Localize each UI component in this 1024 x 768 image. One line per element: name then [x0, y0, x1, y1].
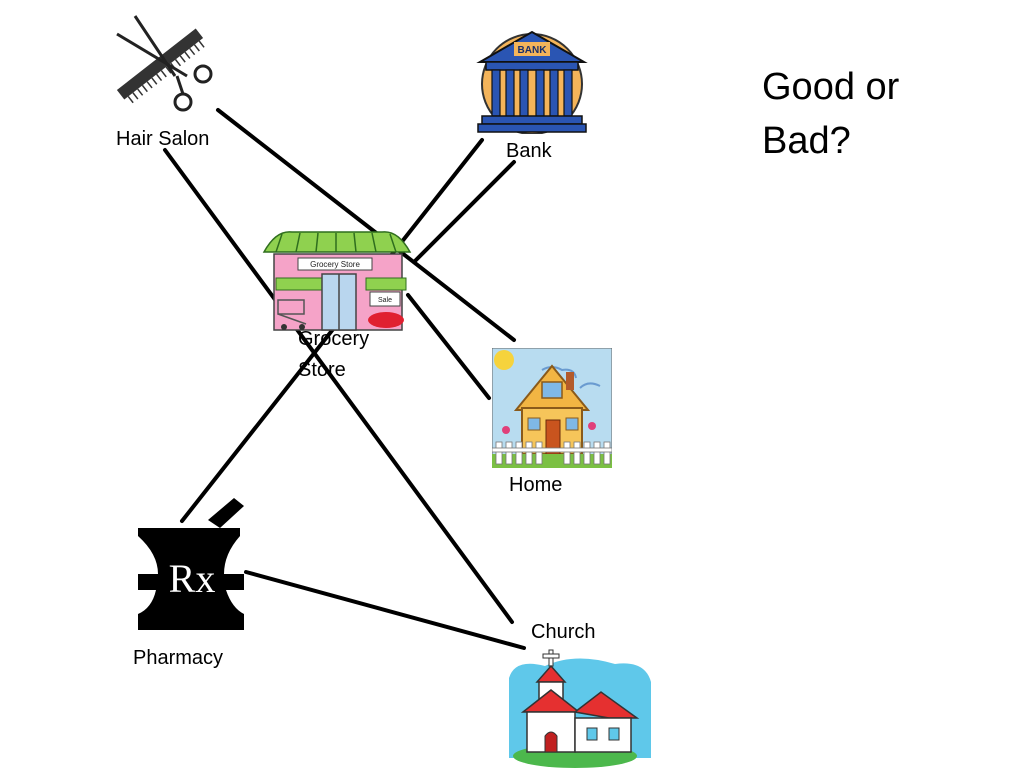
- bank-icon: BANK: [476, 30, 588, 134]
- rx-symbol: Rx: [169, 556, 216, 601]
- line-grocery-home: [406, 293, 491, 400]
- hair-salon-label: Hair Salon: [116, 128, 210, 150]
- church-label: Church: [531, 621, 596, 643]
- grocery-store-icon: Grocery Store Sale: [262, 231, 412, 331]
- line-hair-salon-home: [216, 108, 516, 342]
- question-line-2: Bad?: [762, 120, 851, 162]
- house-icon: [492, 348, 612, 468]
- slide-question: Good or Bad?: [762, 60, 899, 168]
- line-bank-grocery: [412, 160, 516, 264]
- line-pharmacy-church: [244, 570, 526, 650]
- question-line-1: Good or: [762, 66, 900, 108]
- sale-sign-text: Sale: [378, 297, 392, 304]
- grocery-store-label-line1: Grocery: [298, 328, 370, 350]
- line-hair-salon-church: [163, 148, 514, 624]
- grocery-store-label-line2: Store: [298, 359, 346, 381]
- grocery-sign-text: Grocery Store: [310, 260, 360, 269]
- pharmacy-label: Pharmacy: [133, 647, 224, 669]
- scissors-comb-icon: [116, 15, 213, 112]
- bank-sign-text: BANK: [518, 45, 548, 56]
- mortar-pestle-icon: Rx: [138, 498, 244, 630]
- home-label: Home: [509, 474, 563, 496]
- church-icon: [509, 649, 651, 768]
- bank-label: Bank: [506, 140, 552, 162]
